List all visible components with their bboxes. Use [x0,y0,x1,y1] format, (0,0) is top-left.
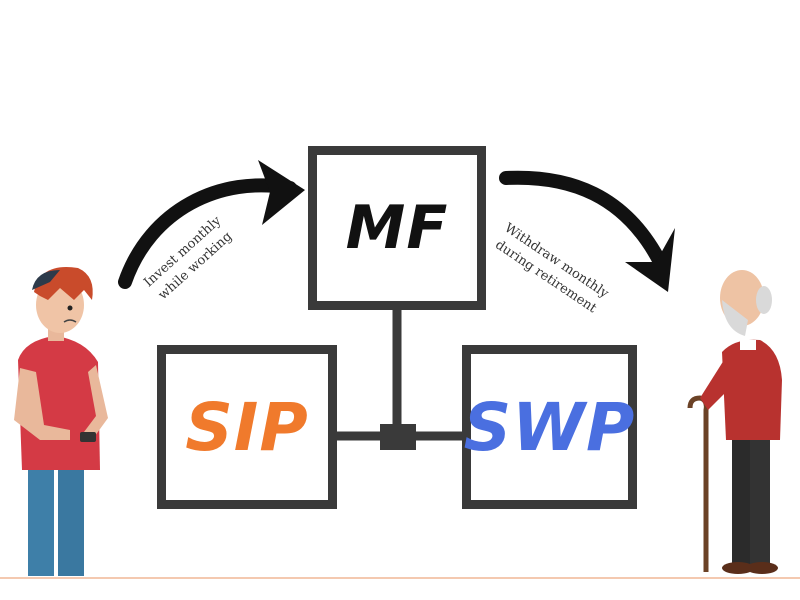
sip-box: SIP [157,345,337,509]
connector-lines [337,310,462,441]
mf-box: MF [308,146,486,310]
withdraw-arrow [499,170,675,292]
sip-label: SIP [185,388,309,466]
old-man-illustration [687,270,782,574]
connector-junction [380,424,416,450]
invest-arrow [118,160,305,289]
mf-label: MF [345,193,449,263]
young-man-illustration [14,267,108,576]
swp-box: SWP [462,345,637,509]
swp-label: SWP [463,388,636,466]
